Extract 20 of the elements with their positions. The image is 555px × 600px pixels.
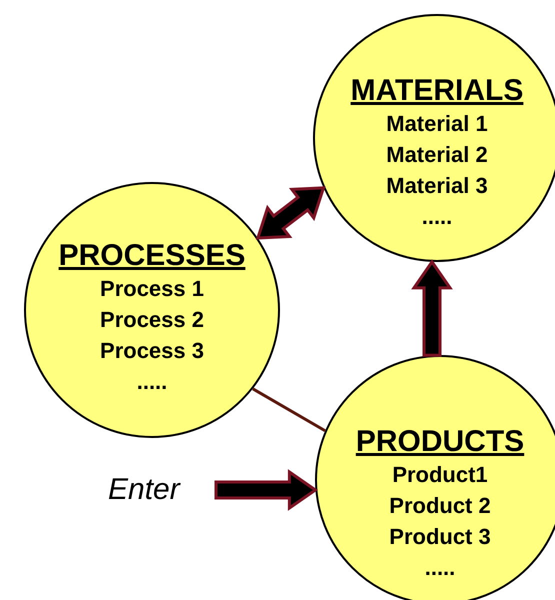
- circle-heading: PROCESSES: [58, 239, 246, 273]
- list-item: Product1: [392, 461, 488, 489]
- list-item: Process 3: [100, 337, 204, 365]
- circle-heading: MATERIALS: [350, 74, 524, 108]
- block-arrow: [411, 259, 453, 357]
- list-item: Product 3: [389, 523, 491, 551]
- list-item: .....: [424, 554, 456, 582]
- list-item: Process 1: [100, 275, 204, 303]
- entry-label: Enter: [108, 472, 216, 508]
- block-arrow: [256, 186, 326, 240]
- list-item: Material 1: [386, 110, 488, 138]
- list-item: .....: [422, 203, 452, 231]
- list-item: Product 2: [389, 492, 491, 520]
- connector-line: [252, 388, 326, 432]
- list-item: Material 2: [386, 141, 488, 169]
- list-item: Material 3: [386, 172, 488, 200]
- list-item: Process 2: [100, 306, 204, 334]
- block-arrow: [214, 469, 318, 511]
- circle-heading: PRODUCTS: [356, 425, 524, 459]
- list-item: .....: [136, 368, 168, 396]
